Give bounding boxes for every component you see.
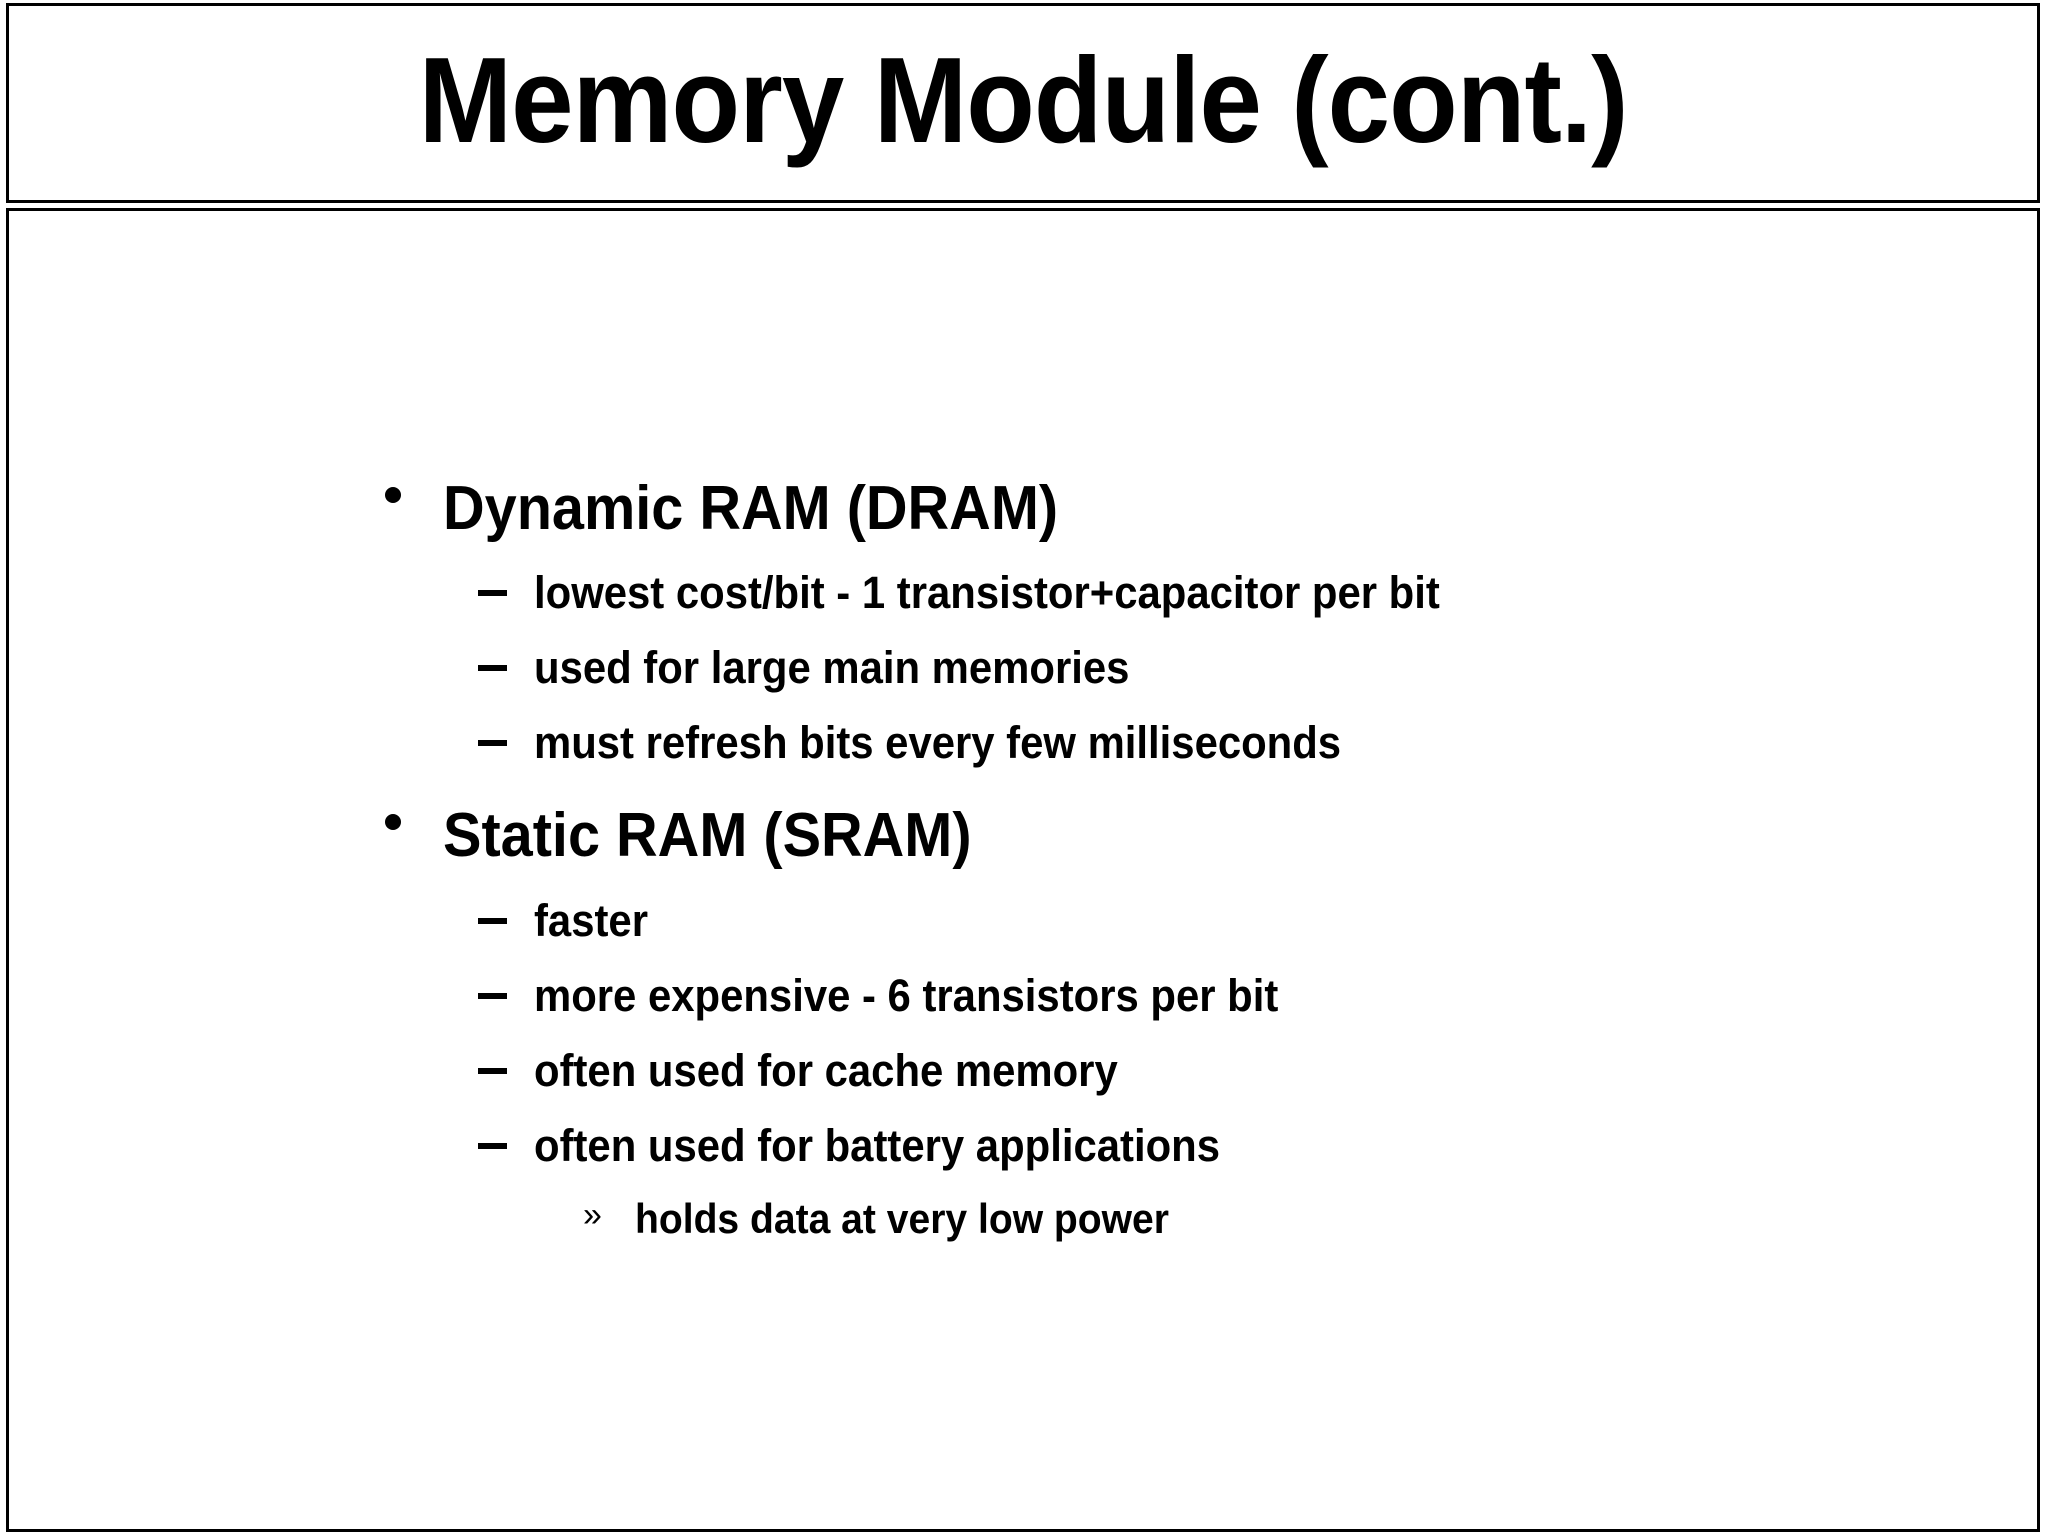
bullet-text: holds data at very low power — [635, 1195, 1169, 1242]
bullet-text: often used for cache memory — [534, 1045, 1118, 1096]
bullet-item-level-3: » holds data at very low power — [583, 1198, 1209, 1240]
bullet-item-level-2: often used for battery applications — [478, 1123, 1272, 1168]
bullet-dot-icon — [385, 805, 437, 851]
bullet-guillemet-icon: » — [583, 1196, 602, 1234]
bullet-item-level-1: Static RAM (SRAM) — [385, 805, 1011, 867]
bullet-dash-shape — [478, 590, 507, 596]
bullet-text: faster — [534, 895, 648, 946]
bullet-dash-icon — [478, 1123, 518, 1168]
bullet-dash-icon — [478, 898, 518, 943]
bullet-item-level-2: must refresh bits every few milliseconds — [478, 720, 1402, 765]
bullet-text: used for large main memories — [534, 642, 1130, 693]
bullet-dash-shape — [478, 1143, 507, 1149]
bullet-dash-icon — [478, 645, 518, 690]
bullet-dash-icon — [478, 973, 518, 1018]
bullet-dash-shape — [478, 1068, 507, 1074]
bullet-dash-shape — [478, 740, 507, 746]
bullet-dash-icon — [478, 720, 518, 765]
bullet-dash-shape — [478, 993, 507, 999]
bullet-dash-icon — [478, 570, 518, 615]
bullet-text: Static RAM (SRAM) — [443, 801, 972, 870]
body-placeholder[interactable]: Dynamic RAM (DRAM) lowest cost/bit - 1 tr… — [6, 208, 2040, 1532]
title-placeholder[interactable]: Memory Module (cont.) — [6, 3, 2040, 203]
bullet-dash-icon — [478, 1048, 518, 1093]
bullet-item-level-2: lowest cost/bit - 1 transistor+capacitor… — [478, 570, 1508, 615]
bullet-text: lowest cost/bit - 1 transistor+capacitor… — [534, 567, 1440, 618]
bullet-text: Dynamic RAM (DRAM) — [443, 474, 1059, 543]
bullet-item-level-2: faster — [478, 898, 657, 943]
bullet-dash-shape — [478, 665, 507, 671]
page-title: Memory Module (cont.) — [418, 32, 1628, 168]
bullet-item-level-2: more expensive - 6 transistors per bit — [478, 973, 1334, 1018]
bullet-item-level-2: often used for cache memory — [478, 1048, 1162, 1093]
bullet-item-level-1: Dynamic RAM (DRAM) — [385, 478, 1104, 540]
bullet-dash-shape — [478, 918, 507, 924]
bullet-text: often used for battery applications — [534, 1120, 1220, 1171]
bullet-dot-shape — [385, 487, 401, 503]
bullet-text: more expensive - 6 transistors per bit — [534, 970, 1279, 1021]
bullet-text: must refresh bits every few milliseconds — [534, 717, 1342, 768]
bullet-dot-shape — [385, 814, 401, 830]
bullet-item-level-2: used for large main memories — [478, 645, 1174, 690]
bullet-dot-icon — [385, 478, 437, 524]
